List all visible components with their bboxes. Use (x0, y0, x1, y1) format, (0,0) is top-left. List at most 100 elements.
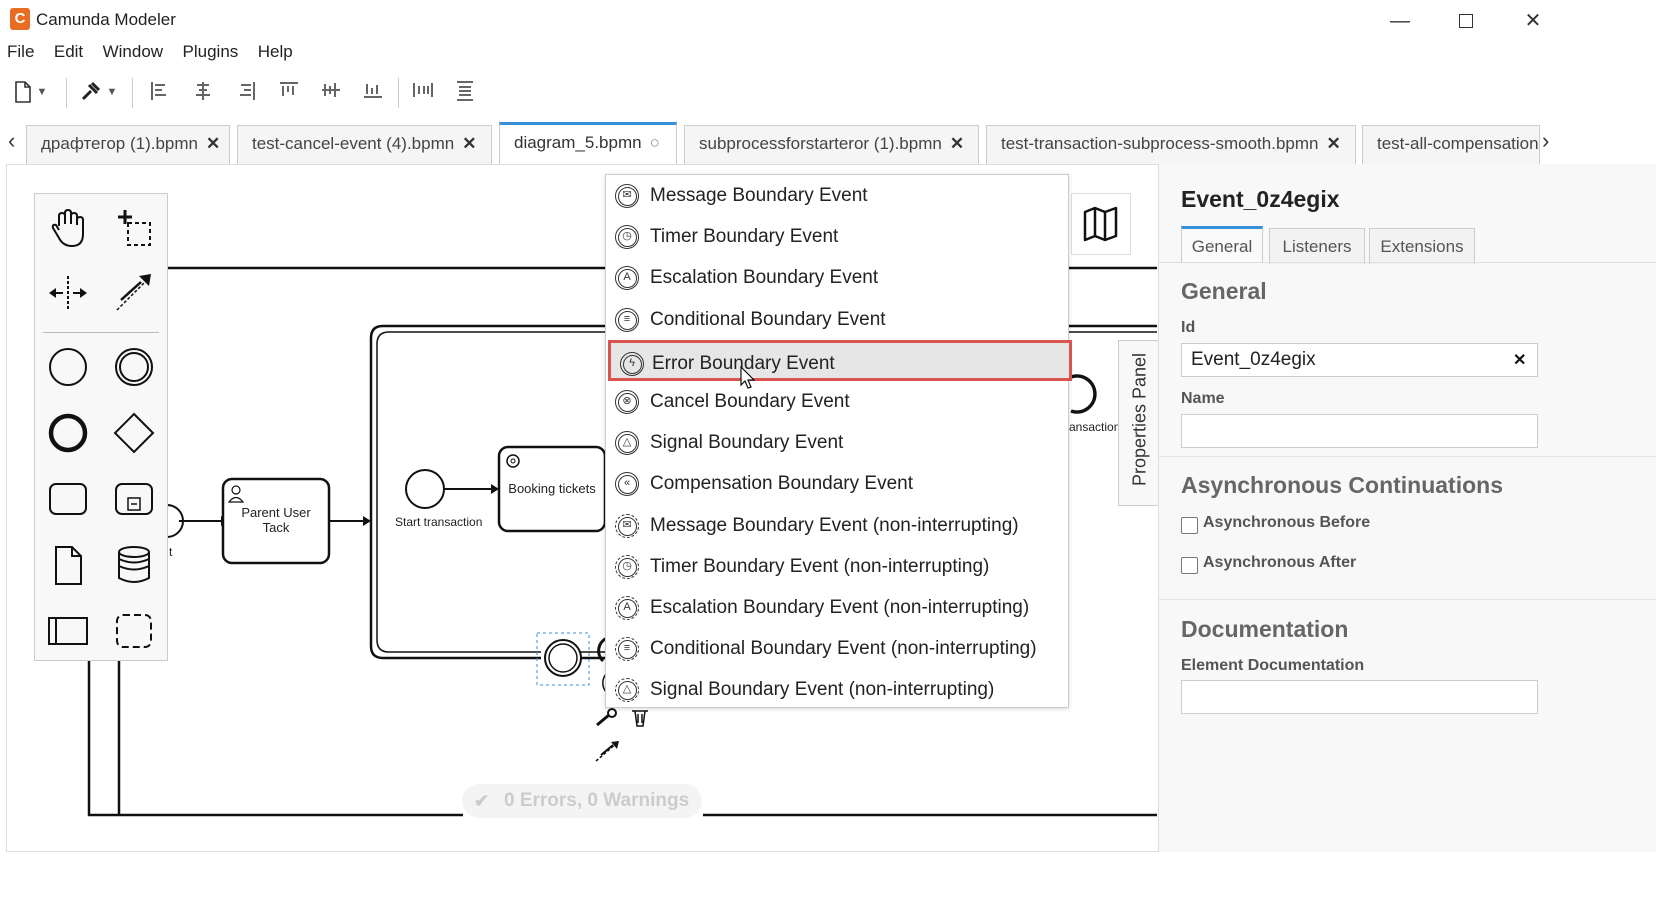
tab-unsaved-icon[interactable]: ○ (649, 133, 660, 152)
tab-scroll-right-icon[interactable]: › (1542, 128, 1550, 153)
element-documentation-label: Element Documentation (1181, 657, 1365, 674)
popup-item-message-boundary-event[interactable]: ✉Message Boundary Event (606, 175, 1068, 216)
tab-test-cancel-event[interactable]: test-cancel-event (4).bpmn✕ (237, 125, 492, 164)
camunda-logo-icon: C (10, 8, 30, 30)
edit-tool-dropdown-icon[interactable]: ▼ (106, 86, 118, 98)
data-store-tool-icon[interactable] (111, 542, 157, 588)
window-title: Camunda Modeler (36, 10, 176, 29)
start-event-tool-icon[interactable] (45, 344, 91, 390)
popup-item-timer-boundary-event[interactable]: ◷Timer Boundary Event (606, 216, 1068, 257)
global-connect-tool-icon[interactable] (111, 270, 157, 316)
tab-close-icon[interactable]: ✕ (205, 134, 221, 153)
subprocess-tool-icon[interactable] (111, 476, 157, 522)
tab-extensions[interactable]: Extensions (1369, 228, 1475, 264)
minimap-toggle[interactable] (1071, 193, 1131, 255)
name-input[interactable] (1181, 414, 1538, 448)
async-before-label: Asynchronous Before (1203, 514, 1371, 531)
tab-general[interactable]: General (1181, 226, 1263, 262)
connect-arrow-icon[interactable] (593, 737, 623, 770)
clear-id-icon[interactable]: ✕ (1513, 352, 1527, 369)
gateway-tool-icon[interactable] (111, 410, 157, 456)
boundary-event-icon: A (615, 266, 639, 291)
tab-test-all-compensation[interactable]: test-all-compensation (1362, 125, 1540, 164)
align-right-icon[interactable] (232, 80, 262, 106)
minimize-button[interactable]: — (1390, 10, 1410, 32)
distribute-horizontal-icon[interactable] (408, 80, 438, 106)
popup-item-timer-boundary-event-non-interrupting[interactable]: ◷Timer Boundary Event (non-interrupting) (606, 546, 1068, 587)
new-file-icon[interactable] (8, 80, 38, 106)
group-tool-icon[interactable] (111, 608, 157, 654)
popup-item-signal-boundary-event-non-interrupting[interactable]: △Signal Boundary Event (non-interrupting… (606, 669, 1068, 710)
popup-item-signal-boundary-event[interactable]: △Signal Boundary Event (606, 422, 1068, 463)
distribute-vertical-icon[interactable] (450, 80, 480, 106)
tab-diagram-5[interactable]: diagram_5.bpmn○ (499, 122, 677, 164)
popup-item-message-boundary-event-non-interrupting[interactable]: ✉Message Boundary Event (non-interruptin… (606, 505, 1068, 546)
wrench-icon[interactable] (595, 707, 621, 734)
tab-close-icon[interactable]: ✕ (949, 134, 965, 153)
maximize-button[interactable] (1446, 8, 1486, 36)
edit-tool-icon[interactable] (76, 80, 106, 106)
booking-tickets-label: Booking tickets (508, 481, 596, 496)
menu-plugins[interactable]: Plugins (182, 42, 239, 61)
align-left-icon[interactable] (144, 80, 174, 106)
boundary-event-icon: ϟ (620, 351, 644, 376)
start-transaction-label: Start transaction (395, 515, 483, 529)
popup-item-label: Timer Boundary Event (650, 226, 839, 248)
space-tool-icon[interactable] (45, 270, 91, 316)
popup-item-label: Signal Boundary Event (non-interrupting) (650, 679, 995, 701)
tab-subprocessforstarteror[interactable]: subprocessforstarteror (1).bpmn✕ (684, 125, 979, 164)
status-pill[interactable]: ✔ 0 Errors, 0 Warnings (462, 784, 702, 818)
tab-close-icon[interactable]: ✕ (462, 134, 477, 153)
new-file-dropdown-icon[interactable]: ▼ (36, 86, 48, 98)
menu-window[interactable]: Window (102, 42, 164, 61)
tab-listeners[interactable]: Listeners (1269, 228, 1365, 264)
pool-tool-icon[interactable] (45, 608, 91, 654)
popup-item-label: Conditional Boundary Event (non-interrup… (650, 638, 1037, 660)
hand-tool-icon[interactable] (45, 206, 91, 252)
properties-panel-toggle[interactable]: Properties Panel (1118, 340, 1160, 506)
lasso-tool-icon[interactable] (111, 206, 157, 252)
documentation-input[interactable] (1181, 680, 1538, 714)
boundary-event-icon: ✉ (615, 184, 639, 208)
boundary-event-icon: ◷ (615, 554, 639, 579)
async-before-checkbox[interactable] (1181, 517, 1198, 534)
map-icon (1083, 206, 1118, 242)
id-input[interactable]: Event_0z4egix (1181, 343, 1538, 377)
popup-item-label: Cancel Boundary Event (650, 391, 850, 412)
menu-edit[interactable]: Edit (53, 42, 84, 61)
tab-close-icon[interactable]: ✕ (1326, 134, 1341, 153)
close-window-button[interactable]: ✕ (1524, 10, 1542, 32)
boundary-event-icon: ⊗ (615, 390, 639, 414)
task-tool-icon[interactable] (45, 476, 91, 522)
popup-item-label: Conditional Boundary Event (650, 308, 886, 330)
align-top-icon[interactable] (274, 80, 304, 106)
align-center-icon[interactable] (188, 80, 218, 106)
popup-item-cancel-boundary-event[interactable]: ⊗ Cancel Boundary Event (606, 381, 1068, 422)
tab-draftegor[interactable]: драфтегор (1).bpmn✕ (26, 125, 230, 164)
popup-item-compensation-boundary-event[interactable]: «Compensation Boundary Event (606, 463, 1068, 504)
transaction-end-label: ansaction (1069, 420, 1121, 434)
align-middle-icon[interactable] (316, 80, 346, 106)
properties-panel: Event_0z4egix General Listeners Extensio… (1158, 164, 1656, 852)
mouse-cursor-icon (740, 365, 756, 395)
menu-file[interactable]: File (7, 42, 35, 61)
async-after-checkbox[interactable] (1181, 557, 1198, 574)
popup-item-conditional-boundary-event-non-interrupting[interactable]: ≡Conditional Boundary Event (non-interru… (606, 628, 1068, 669)
tab-bar: ‹ драфтегор (1).bpmn✕ test-cancel-event … (0, 120, 1656, 164)
tab-test-transaction-subprocess[interactable]: test-transaction-subprocess-smooth.bpmn✕ (986, 125, 1356, 164)
menu-help[interactable]: Help (257, 42, 293, 61)
id-label: Id (1181, 319, 1196, 336)
popup-item-conditional-boundary-event[interactable]: ≡Conditional Boundary Event (606, 299, 1068, 340)
name-label: Name (1181, 390, 1225, 407)
trash-icon[interactable] (629, 707, 651, 734)
tab-scroll-left-icon[interactable]: ‹ (8, 128, 16, 153)
end-event-tool-icon[interactable] (45, 410, 91, 456)
data-object-tool-icon[interactable] (45, 542, 91, 588)
check-icon: ✔ (474, 791, 490, 811)
align-bottom-icon[interactable] (358, 80, 388, 106)
general-heading: General (1181, 278, 1267, 304)
intermediate-event-tool-icon[interactable] (111, 344, 157, 390)
